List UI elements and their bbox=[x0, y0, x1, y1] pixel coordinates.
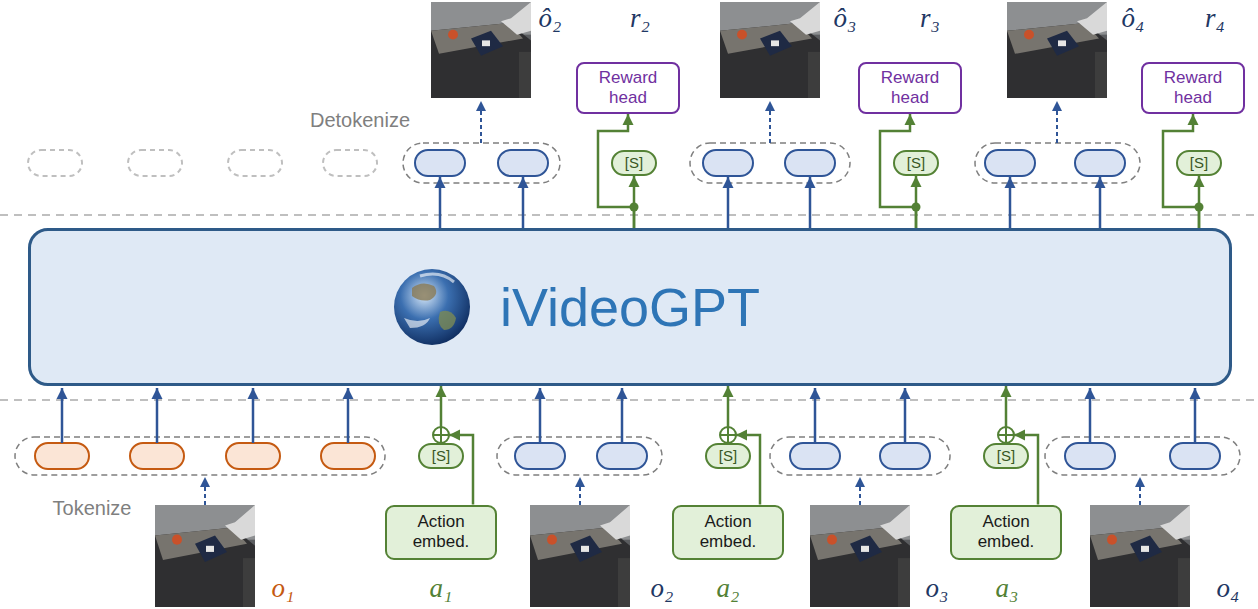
frame-label: ô₄ bbox=[1122, 5, 1145, 32]
action-label: a₃ bbox=[996, 575, 1019, 602]
reward-head-box: Reward head bbox=[858, 62, 962, 114]
context-token bbox=[35, 443, 375, 469]
video-token bbox=[415, 150, 1125, 176]
connector bbox=[1005, 386, 1008, 443]
stage-label: Detokenize bbox=[310, 110, 410, 130]
connector bbox=[440, 386, 443, 443]
reward-label: r₄ bbox=[1205, 5, 1225, 32]
action-embed-box: Action embed. bbox=[672, 505, 784, 560]
branch-dot bbox=[630, 203, 1204, 212]
token-group bbox=[15, 437, 1240, 475]
observation-label: o₂ bbox=[651, 575, 674, 602]
connector bbox=[727, 386, 730, 443]
token-group bbox=[403, 143, 1140, 183]
separator-token: [S] bbox=[418, 443, 464, 469]
separator bbox=[0, 399, 1258, 401]
earth-icon bbox=[394, 269, 470, 345]
node-text: [S] bbox=[907, 154, 925, 172]
tokenize-arrow bbox=[205, 477, 1140, 505]
observation-label: o₄ bbox=[1217, 575, 1240, 602]
reward-head-box: Reward head bbox=[576, 62, 680, 114]
reward-head-box: Reward head bbox=[1141, 62, 1245, 114]
action-embed-box: Action embed. bbox=[950, 505, 1062, 560]
separator-token: [S] bbox=[893, 150, 939, 176]
separator bbox=[0, 214, 1258, 216]
node-text: Reward head bbox=[578, 68, 678, 108]
node-text: [S] bbox=[1190, 154, 1208, 172]
node-text: [S] bbox=[432, 447, 450, 465]
faded-token bbox=[28, 150, 377, 176]
reward-label: r₃ bbox=[920, 5, 940, 32]
node-text: Reward head bbox=[1143, 68, 1243, 108]
output-arrow bbox=[440, 177, 1100, 228]
separator-token: [S] bbox=[983, 443, 1029, 469]
node-text: [S] bbox=[719, 447, 737, 465]
stage-label: Tokenize bbox=[53, 498, 132, 518]
node-text: Action embed. bbox=[387, 512, 495, 552]
action-label: a₂ bbox=[717, 575, 740, 602]
video-token bbox=[515, 443, 1220, 469]
model-box: iVideoGPT bbox=[28, 228, 1232, 386]
action-embed-box: Action embed. bbox=[385, 505, 497, 560]
detokenize-arrow bbox=[481, 101, 1057, 143]
add-symbol bbox=[433, 427, 1014, 443]
node-text: Action embed. bbox=[674, 512, 782, 552]
separator-token: [S] bbox=[1176, 150, 1222, 176]
observation-label: o₃ bbox=[926, 575, 949, 602]
reward-label: r₂ bbox=[630, 5, 650, 32]
separator-token: [S] bbox=[705, 443, 751, 469]
predicted-frame bbox=[431, 2, 1107, 98]
node-text: [S] bbox=[997, 447, 1015, 465]
observation-label: o₁ bbox=[272, 575, 295, 602]
node-text: [S] bbox=[625, 154, 643, 172]
frame-label: ô₂ bbox=[539, 5, 562, 32]
separator-token: [S] bbox=[611, 150, 657, 176]
node-text: Reward head bbox=[860, 68, 960, 108]
model-fill bbox=[28, 228, 1232, 386]
action-label: a₁ bbox=[430, 575, 453, 602]
node-text: Action embed. bbox=[952, 512, 1060, 552]
frame-label: ô₃ bbox=[834, 5, 857, 32]
observation-frame bbox=[155, 505, 1190, 607]
node-text: iVideoGPT bbox=[500, 277, 760, 337]
